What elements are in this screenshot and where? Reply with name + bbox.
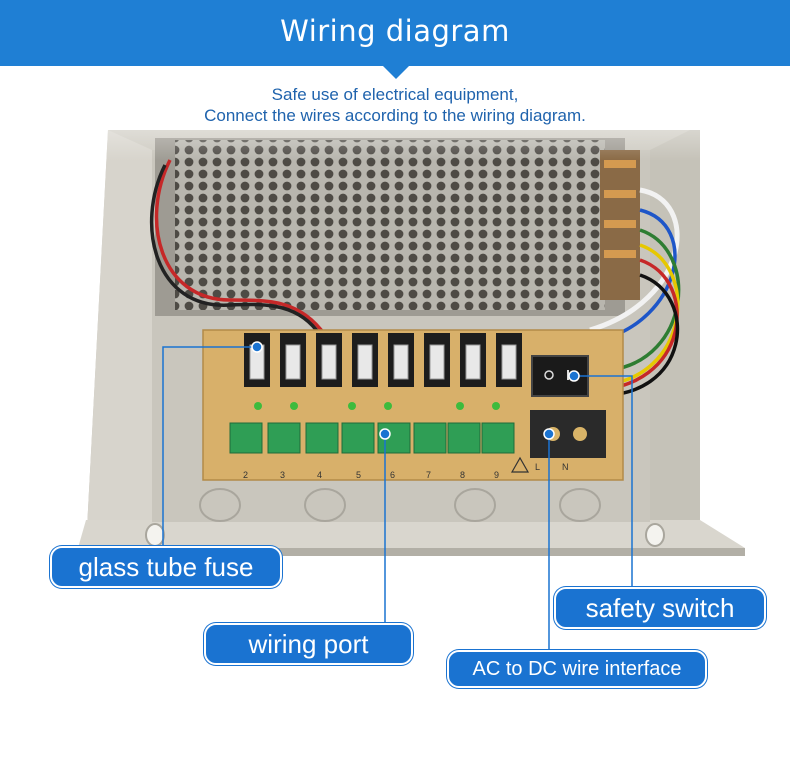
port-number: 2 (243, 470, 248, 480)
mains-label: L (535, 462, 540, 472)
callout-dots (251, 341, 580, 440)
knockout-holes (145, 488, 665, 547)
fuse-holders (244, 333, 522, 387)
callout-wiring-port: wiring port (204, 623, 413, 665)
terminal-blocks (229, 422, 515, 454)
header-banner (0, 0, 790, 66)
port-number: 9 (494, 470, 499, 480)
callout-label: safety switch (585, 593, 735, 623)
header-notch (383, 66, 409, 79)
distribution-board (202, 329, 624, 481)
status-leds (254, 402, 500, 410)
port-number: 8 (460, 470, 465, 480)
callout-leaders (162, 346, 633, 652)
mains-terminal (530, 410, 606, 458)
callout-label: wiring port (248, 629, 369, 659)
callout-glass-tube-fuse: glass tube fuse (50, 546, 282, 588)
port-number: 7 (426, 470, 431, 480)
wires (149, 159, 681, 397)
callout-ac-dc-interface: AC to DC wire interface (447, 650, 707, 688)
port-number: 5 (356, 470, 361, 480)
page-title: Wiring diagram (280, 14, 510, 48)
subtitle-line-2: Connect the wires according to the wirin… (204, 106, 586, 125)
port-number: 3 (280, 470, 285, 480)
subtitle-line-1: Safe use of electrical equipment, (271, 85, 519, 104)
mains-label: N (562, 462, 569, 472)
port-number: 4 (317, 470, 322, 480)
callout-safety-switch: safety switch (554, 587, 766, 629)
port-number: 6 (390, 470, 395, 480)
callout-label: AC to DC wire interface (472, 658, 682, 680)
callout-label: glass tube fuse (78, 552, 254, 582)
board-port-labels: 2 3 4 5 6 7 8 9 L N (243, 462, 569, 480)
psu-mesh-housing (155, 138, 640, 316)
